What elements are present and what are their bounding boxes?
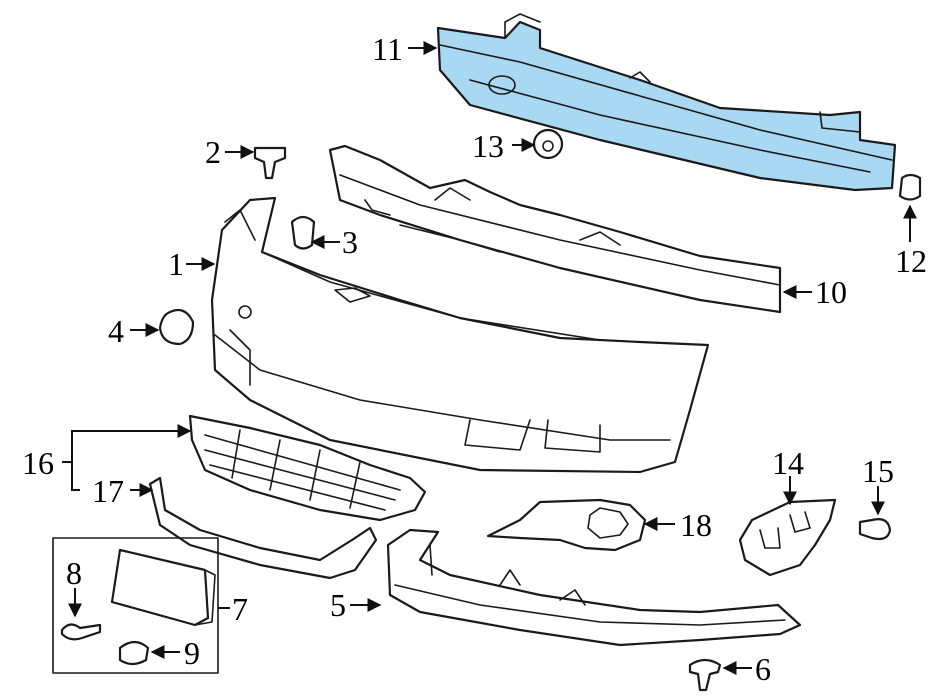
- part-3-clip[interactable]: [290, 215, 316, 250]
- kit-frame: [52, 537, 219, 674]
- callout-3: 3: [342, 224, 358, 260]
- callout-11: 11: [372, 31, 403, 67]
- callout-1: 1: [168, 246, 184, 282]
- callout-12: 12: [895, 243, 927, 279]
- part-5-lower-spoiler[interactable]: [386, 528, 802, 647]
- part-14-bracket[interactable]: [738, 498, 837, 577]
- leader-lines: [62, 41, 917, 675]
- callout-6: 6: [755, 651, 771, 687]
- part-9-nut[interactable]: [118, 640, 150, 666]
- part-17-trim-strip[interactable]: [148, 476, 378, 580]
- part-12-bolt[interactable]: [898, 173, 922, 201]
- part-10-energy-absorber[interactable]: [328, 144, 782, 314]
- callout-8: 8: [66, 555, 82, 591]
- callout-14: 14: [772, 445, 804, 481]
- part-15-push-pin[interactable]: [858, 518, 892, 541]
- part-2-screw[interactable]: [253, 146, 287, 180]
- part-6-push-pin[interactable]: [688, 658, 722, 692]
- callout-2: 2: [205, 134, 221, 170]
- callout-9: 9: [184, 635, 200, 671]
- part-18-fog-lamp-bezel[interactable]: [486, 498, 647, 552]
- part-4-cap[interactable]: [158, 308, 195, 346]
- callout-5: 5: [330, 587, 346, 623]
- callout-17: 17: [92, 473, 124, 509]
- part-8-bolt[interactable]: [60, 623, 102, 641]
- part-16-lower-grille[interactable]: [188, 414, 427, 522]
- part-13-washer[interactable]: [532, 128, 564, 160]
- callout-13: 13: [472, 128, 504, 164]
- callout-16: 16: [22, 445, 54, 481]
- callout-7: 7: [232, 591, 248, 627]
- callout-10: 10: [815, 274, 847, 310]
- part-7-license-bracket[interactable]: [110, 548, 216, 627]
- part-1-bumper-cover[interactable]: [210, 196, 710, 474]
- callout-15: 15: [862, 453, 894, 489]
- part-11-reinforcement-bar[interactable]: [436, 13, 897, 192]
- callout-18: 18: [680, 507, 712, 543]
- callout-4: 4: [108, 313, 124, 349]
